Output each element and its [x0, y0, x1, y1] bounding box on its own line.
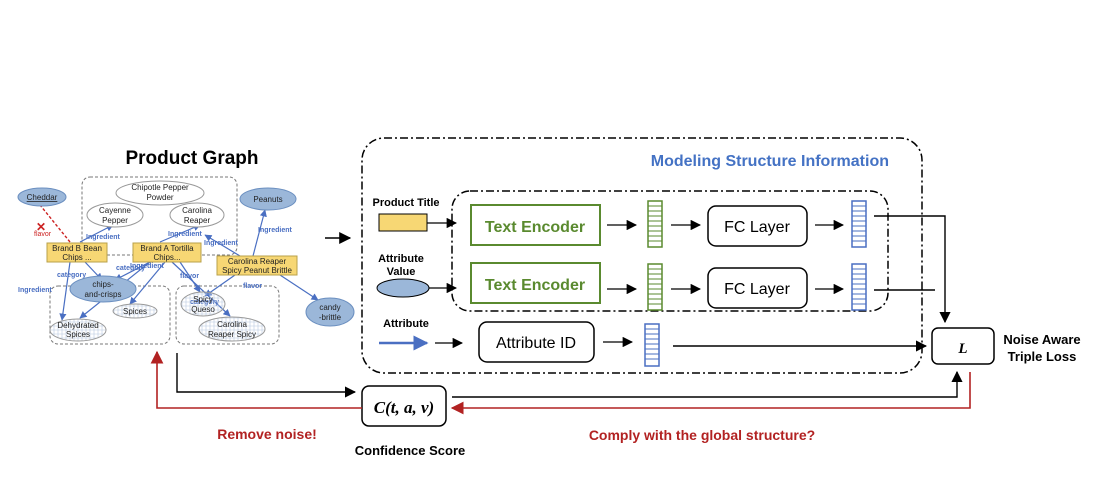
svg-text:candy: candy	[319, 303, 340, 312]
svg-text:-brittle: -brittle	[319, 313, 342, 322]
node-carolina-reaper-spicy: Carolina Reaper Spicy	[198, 316, 266, 342]
remove-noise-label: Remove noise!	[217, 426, 317, 442]
fc-layer-value-label: FC Layer	[724, 281, 790, 298]
title-vector-to-loss-arrow	[874, 215, 951, 324]
node-chipotle-pepper-powder: Chipotle Pepper Powder	[115, 180, 205, 206]
svg-text:Carolina: Carolina	[217, 320, 247, 329]
edge-label-category: category	[57, 272, 86, 279]
svg-text:chips-: chips-	[92, 280, 114, 289]
text-encoder-value-label: Text Encoder	[485, 277, 585, 294]
node-brand-b-bean-chips: Brand B Bean Chips ...	[46, 242, 108, 263]
confidence-box	[361, 385, 447, 427]
attribute-value-input	[376, 278, 430, 298]
edge-label-ingredient: Ingredient	[18, 287, 53, 294]
edge-label-flavor: flavor	[180, 273, 199, 280]
node-cheddar: Cheddar	[17, 187, 67, 207]
node-chips-and-crisps: chips- and-crisps	[69, 275, 137, 303]
svg-text:Peanuts: Peanuts	[253, 195, 282, 204]
svg-text:Chips...: Chips...	[153, 253, 180, 262]
noisy-flavor-edge	[39, 204, 71, 243]
confidence-formula: C(t, a, v)	[374, 398, 434, 417]
svg-text:Carolina Reaper: Carolina Reaper	[228, 257, 287, 266]
text-encoder-title-label: Text Encoder	[485, 219, 585, 236]
svg-text:Reaper Spicy: Reaper Spicy	[208, 330, 256, 339]
svg-text:Carolina: Carolina	[182, 206, 212, 215]
node-carolina-reaper: Carolina Reaper	[169, 202, 225, 228]
edge-label-ingredient: Ingredient	[86, 234, 121, 241]
svg-text:Powder: Powder	[146, 193, 173, 202]
node-spicy-queso: Spicy Queso	[180, 291, 226, 317]
product-graph: Product Graph ✕ flavor Ingredient	[17, 148, 355, 345]
modeling-inner-box	[451, 190, 889, 312]
edge-label-category: category	[116, 265, 145, 272]
svg-text:Spices: Spices	[123, 307, 147, 316]
product-title-label: Product Title	[372, 197, 439, 209]
edge-label-ingredient: Ingredient	[258, 227, 293, 234]
edge-label-ingredient: Ingredient	[204, 240, 239, 247]
svg-text:Dehydrated: Dehydrated	[57, 321, 98, 330]
loss-label-line2: Triple Loss	[1008, 349, 1077, 364]
graph-to-confidence-arrow	[176, 353, 357, 398]
edge-label-flavor: flavor	[243, 283, 262, 290]
svg-text:Chipotle Pepper: Chipotle Pepper	[131, 183, 189, 192]
attribute-id-box	[478, 321, 595, 363]
loss-symbol: L	[957, 341, 967, 357]
svg-text:Pepper: Pepper	[102, 216, 128, 225]
svg-text:Spicy Peanut Brittle: Spicy Peanut Brittle	[222, 266, 292, 275]
fc-layer-value	[707, 267, 808, 309]
text-encoder-value	[470, 262, 601, 304]
text-encoder-title	[470, 204, 601, 246]
loss-label: Noise Aware	[1003, 332, 1080, 347]
node-peanuts: Peanuts	[239, 187, 297, 211]
edge-label-flavor-red: flavor	[34, 231, 52, 238]
attribute-label: Attribute	[383, 318, 429, 330]
comply-label: Comply with the global structure?	[589, 427, 815, 443]
green-vector-2	[647, 263, 663, 311]
confidence-label: Confidence Score	[355, 443, 466, 458]
svg-text:Brand B Bean: Brand B Bean	[52, 244, 102, 253]
fc-layer-title	[707, 205, 808, 247]
node-brand-a-tortilla-chips: Brand A Tortilla Chips...	[132, 242, 202, 263]
node-dehydrated-spices: Dehydrated Spices	[49, 318, 107, 342]
svg-text:Queso: Queso	[191, 305, 215, 314]
product-graph-title: Product Graph	[125, 148, 258, 169]
svg-text:Cheddar: Cheddar	[27, 193, 58, 202]
group-bottom-right	[175, 285, 280, 345]
confidence-to-loss-arrow	[452, 370, 963, 398]
svg-text:Chips ...: Chips ...	[62, 253, 91, 262]
svg-text:Spices: Spices	[66, 330, 90, 339]
attribute-id-label: Attribute ID	[496, 335, 576, 352]
node-spices: Spices	[112, 303, 158, 319]
modeling-title: Modeling Structure Information	[651, 153, 889, 170]
attribute-value-label-line2: Value	[387, 266, 416, 278]
fc-layer-title-label: FC Layer	[724, 219, 790, 236]
node-cayenne-pepper: Cayenne Pepper	[86, 202, 144, 228]
edge-label-ingredient: Ingredient	[168, 231, 203, 238]
product-title-input	[378, 213, 428, 232]
svg-text:Cayenne: Cayenne	[99, 206, 132, 215]
modeling-outer-box	[361, 137, 923, 374]
node-carolina-reaper-brittle: Carolina Reaper Spicy Peanut Brittle	[216, 255, 298, 276]
loss-box	[931, 327, 995, 365]
blue-vector-2	[851, 263, 867, 311]
green-vector-1	[647, 200, 663, 248]
node-candy-brittle: candy -brittle	[305, 297, 355, 327]
attribute-value-label: Attribute	[378, 253, 424, 265]
confidence-to-graph-feedback-arrow	[150, 350, 362, 409]
loss-to-confidence-feedback-arrow	[450, 372, 971, 415]
blue-vector-1	[851, 200, 867, 248]
svg-text:Brand A Tortilla: Brand A Tortilla	[140, 244, 194, 253]
svg-text:and-crisps: and-crisps	[85, 290, 122, 299]
svg-text:Reaper: Reaper	[184, 216, 211, 225]
blue-vector-3	[644, 323, 660, 367]
edge-label-ingredient: Ingredient	[130, 263, 165, 270]
noise-cross-icon: ✕	[36, 220, 46, 234]
svg-text:Spicy: Spicy	[193, 295, 213, 304]
